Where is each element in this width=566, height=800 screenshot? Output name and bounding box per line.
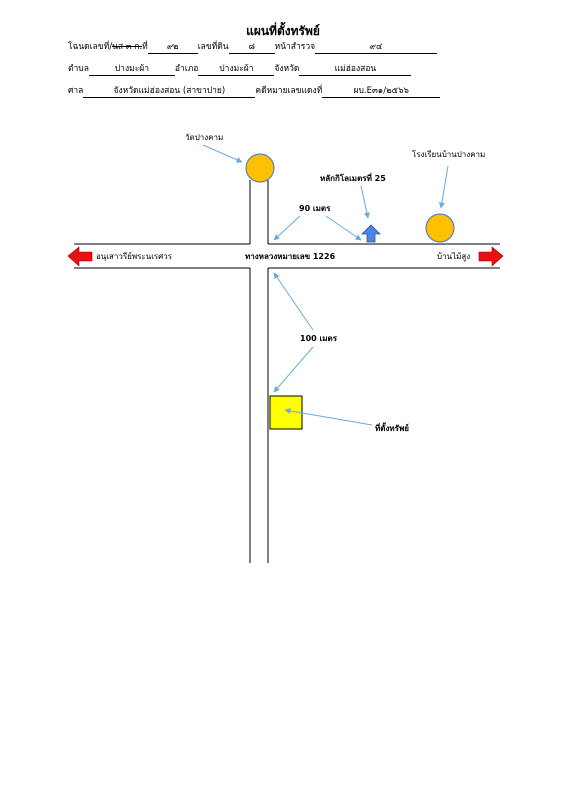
land-no-label: เลขที่ดิน bbox=[197, 42, 229, 52]
case-label: คดีหมายเลขแดงที่ bbox=[255, 86, 323, 96]
km-marker-label: หลักกิโลเมตรที่ 25 bbox=[320, 172, 386, 183]
temple-pointer bbox=[202, 144, 243, 163]
deed-label: โฉนดเลขที่/ bbox=[68, 42, 113, 52]
distance-top-label: 90 เมตร bbox=[299, 204, 331, 213]
temple-label: วัดปางคาม bbox=[185, 133, 223, 142]
header-row-court: ศาลจังหวัดแม่ฮ่องสอน (สาขาปาย)คดีหมายเลข… bbox=[68, 86, 441, 98]
subdistrict-label: ตำบล bbox=[68, 64, 89, 74]
temple-marker bbox=[245, 153, 275, 183]
km-marker-icon bbox=[361, 224, 381, 243]
distance-side-pointer-down bbox=[273, 346, 314, 393]
distance-side-label: 100 เมตร bbox=[300, 334, 338, 343]
distance-top-pointer-right bbox=[325, 215, 362, 241]
court-label: ศาล bbox=[68, 86, 84, 96]
district-label: อำเภอ bbox=[174, 64, 199, 74]
school-label: โรงเรียนบ้านปางคาม bbox=[412, 149, 485, 159]
east-destination-label: บ้านไม้สูง bbox=[437, 252, 470, 262]
west-arrow-icon bbox=[67, 246, 93, 267]
road-name-label: ทางหลวงหมายเลข 1226 bbox=[245, 252, 336, 261]
header-row-location: ตำบลปางมะผ้าอำเภอปางมะผ้าจังหวัดแม่ฮ่องส… bbox=[68, 64, 412, 76]
survey-page-field: ๙๔ bbox=[315, 42, 438, 54]
deed-suffix: ที่ bbox=[142, 42, 148, 52]
school-marker bbox=[425, 213, 455, 243]
subdistrict-field: ปางมะผ้า bbox=[88, 64, 175, 76]
province-label: จังหวัด bbox=[274, 64, 300, 74]
page-title: แผนที่ตั้งทรัพย์ bbox=[246, 24, 320, 38]
km-marker-pointer bbox=[360, 185, 370, 219]
case-number-field: ผบ.E๓๑/๒๕๖๖ bbox=[322, 86, 441, 98]
west-destination-label: อนุเสาวรีย์พระนเรศวร bbox=[96, 251, 173, 261]
distance-top-pointer-left bbox=[273, 215, 301, 241]
property-label: ที่ตั้งทรัพย์ bbox=[375, 422, 409, 433]
header-row-deed: โฉนดเลขที่/นส ๓ ก. ที่๙๒เลขที่ดิน๘หน้าสำ… bbox=[68, 42, 438, 54]
land-number-field: ๘ bbox=[228, 42, 275, 54]
property-pointer bbox=[284, 407, 373, 426]
deed-struck-text: นส ๓ ก. bbox=[112, 42, 143, 52]
province-field: แม่ฮ่องสอน bbox=[299, 64, 412, 76]
deed-number-field: ๙๒ bbox=[147, 42, 198, 54]
distance-side-pointer-up bbox=[273, 272, 314, 331]
east-arrow-icon bbox=[478, 246, 504, 267]
school-pointer bbox=[438, 165, 449, 209]
road-network bbox=[74, 180, 500, 563]
court-field: จังหวัดแม่ฮ่องสอน (สาขาปาย) bbox=[83, 86, 256, 98]
survey-page-label: หน้าสำรวจ bbox=[274, 42, 316, 52]
district-field: ปางมะผ้า bbox=[198, 64, 275, 76]
